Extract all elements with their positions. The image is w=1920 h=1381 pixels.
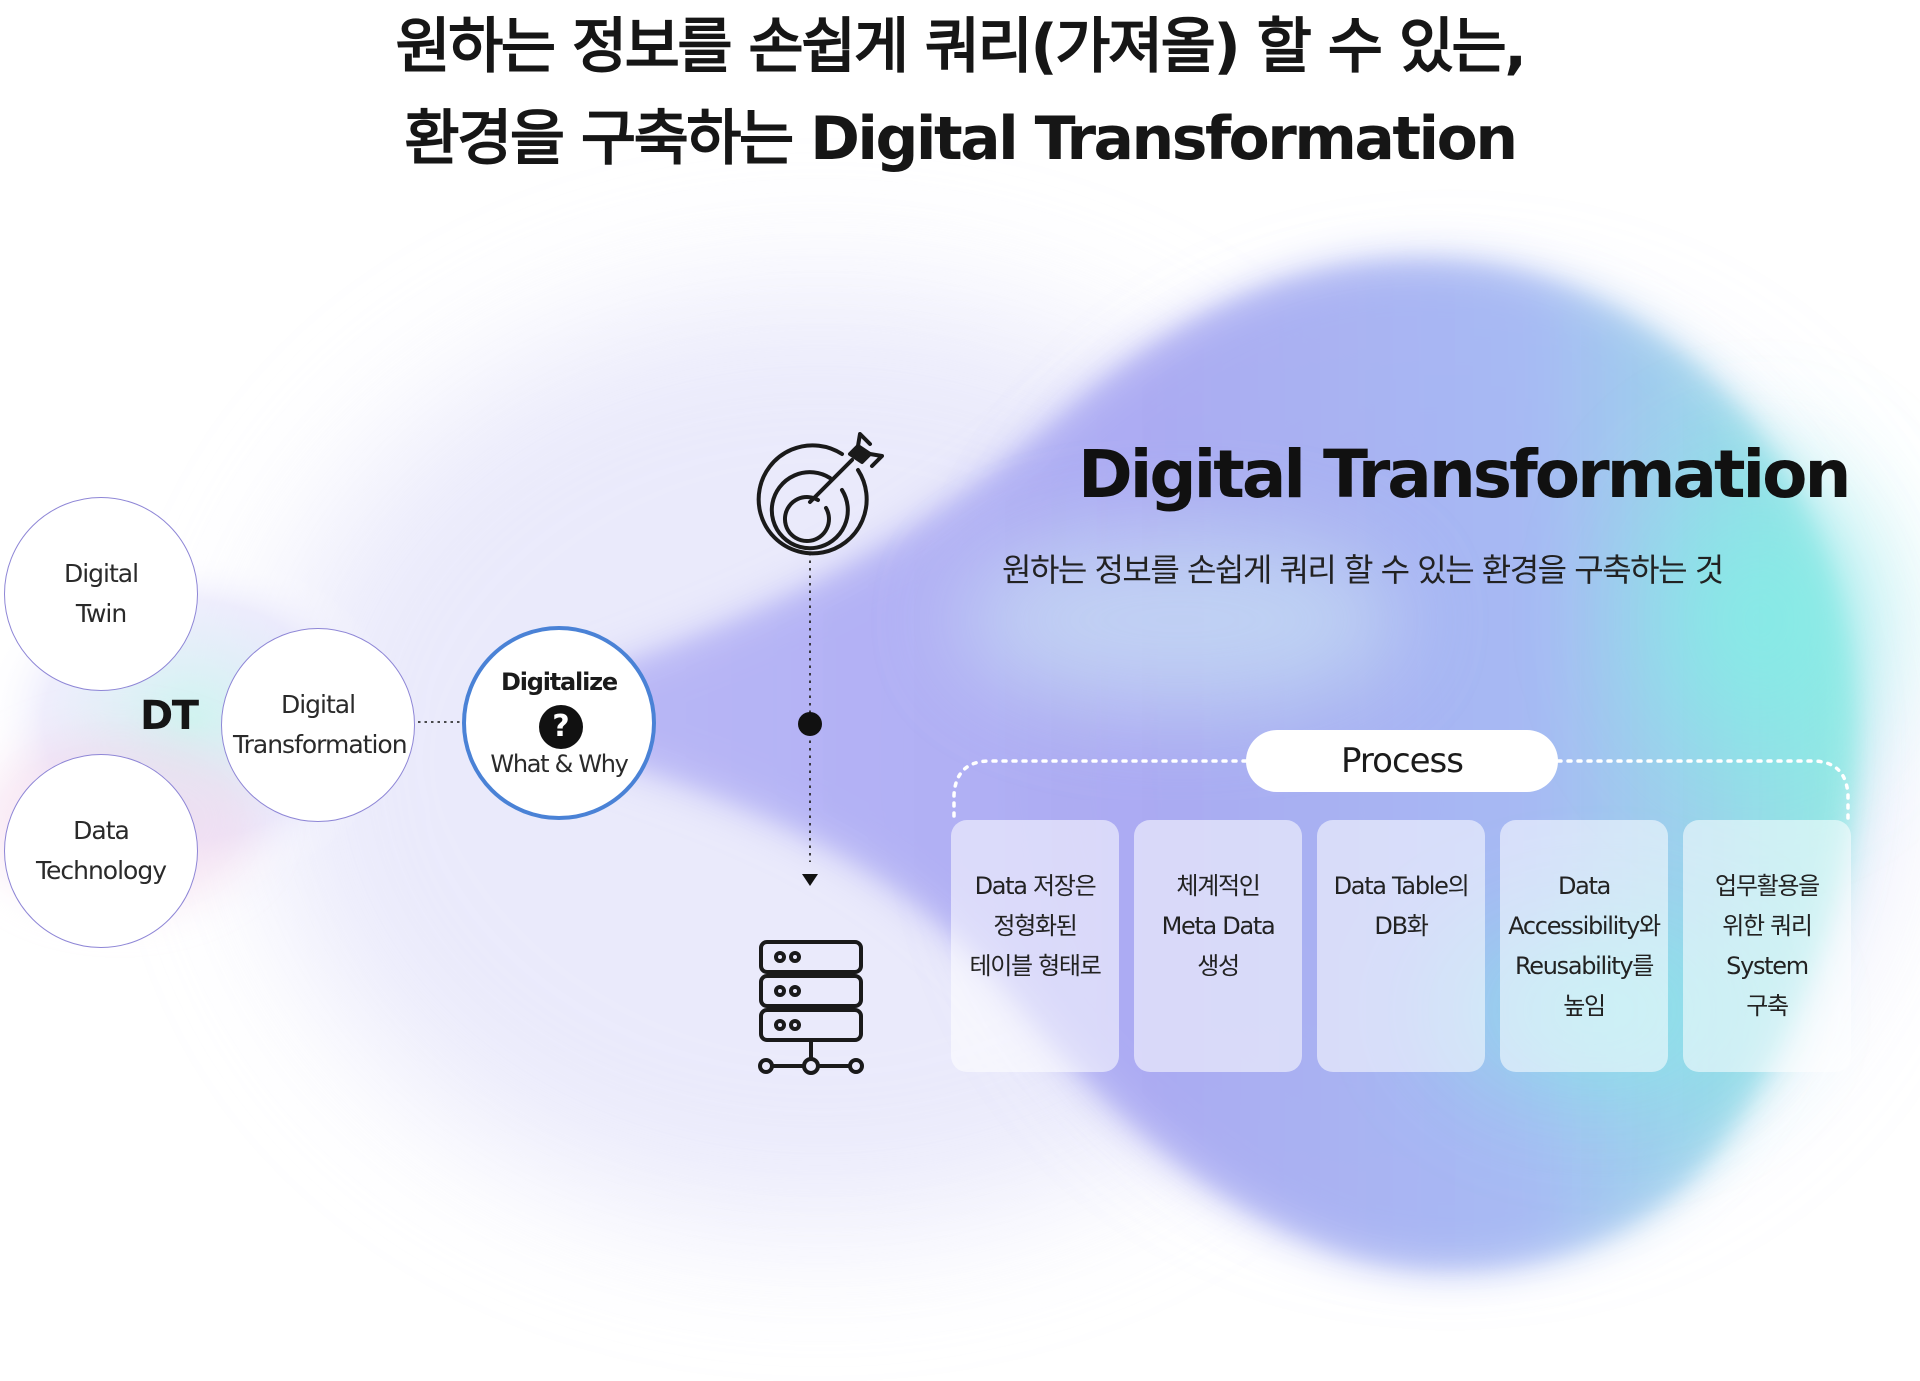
headline-line-2: 환경을 구축하는 Digital Transformation	[404, 104, 1518, 174]
section-title: Digital Transformation	[1078, 436, 1852, 513]
process-step-text: Data Accessibility와 Reusability를 높임	[1508, 872, 1661, 1020]
process-step-text: Data 저장은 정형화된 테이블 형태로	[969, 872, 1101, 980]
process-step-card: Data 저장은 정형화된 테이블 형태로	[951, 820, 1119, 1072]
circle-data-technology: Data Technology	[4, 754, 198, 948]
flow-dot	[798, 712, 822, 736]
target-icon	[756, 432, 884, 556]
digitalize-circle: Digitalize ? What & Why	[462, 626, 656, 820]
process-step-text: 체계적인 Meta Data 생성	[1161, 872, 1276, 980]
process-step-text: 업무활용을 위한 쿼리 System 구축	[1715, 872, 1820, 1020]
circle-label: Digital Twin	[63, 559, 139, 628]
process-step-card: Data Table의 DB화	[1317, 820, 1485, 1072]
section-subtitle: 원하는 정보를 손쉽게 쿼리 할 수 있는 환경을 구축하는 것	[1002, 551, 1724, 589]
circle-label: Digital Transformation	[233, 690, 408, 759]
process-label: Process	[1341, 741, 1464, 781]
circle-label: Data Technology	[35, 816, 167, 885]
process-pill: Process	[1246, 730, 1558, 792]
circle-digital-transformation: Digital Transformation	[221, 628, 415, 822]
headline-line-1: 원하는 정보를 손쉽게 쿼리(가져올) 할 수 있는,	[395, 12, 1527, 82]
process-step-text: Data Table의 DB화	[1333, 872, 1470, 940]
circle-digital-twin: Digital Twin	[4, 497, 198, 691]
what-why-label: What & Why	[490, 750, 628, 778]
process-step-card: 체계적인 Meta Data 생성	[1134, 820, 1302, 1072]
server-network-icon	[758, 940, 864, 1075]
process-step-card: 업무활용을 위한 쿼리 System 구축	[1683, 820, 1851, 1072]
flow-arrowhead	[802, 874, 818, 886]
process-frame-left	[952, 759, 1248, 824]
dt-center-label: DT	[140, 693, 199, 739]
process-frame-right	[1556, 759, 1850, 824]
process-step-card: Data Accessibility와 Reusability를 높임	[1500, 820, 1668, 1072]
question-icon: ?	[539, 705, 583, 749]
digitalize-label: Digitalize	[501, 668, 618, 696]
